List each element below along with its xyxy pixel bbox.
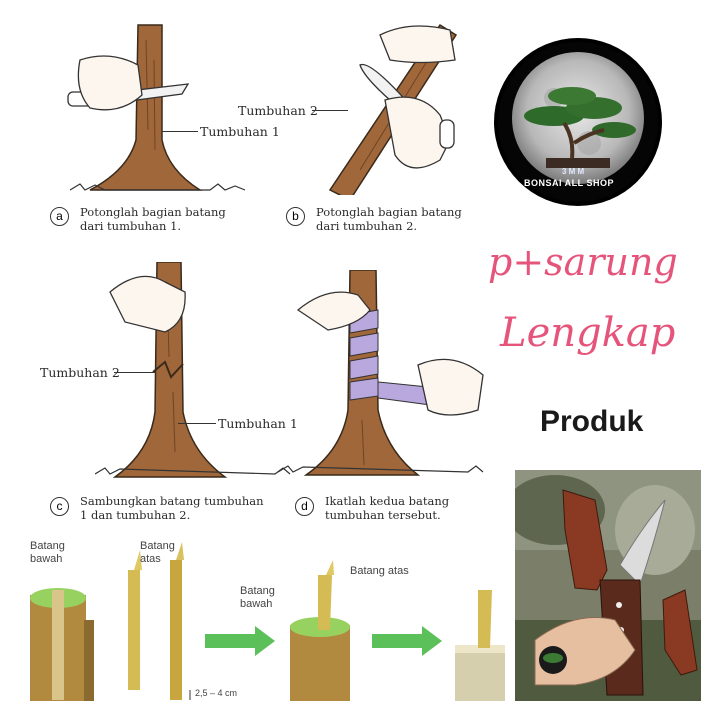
step-c-caption: Sambungkan batang tumbuhan 1 dan tumbuha… <box>80 494 264 522</box>
step-a-caption: Potonglah bagian batang dari tumbuhan 1. <box>80 205 226 233</box>
step-b-caption: Potonglah bagian batang dari tumbuhan 2. <box>316 205 462 233</box>
promo-produk: Produk <box>540 405 644 438</box>
batang-atas-scions <box>128 542 184 700</box>
step-d-caption: Ikatlah kedua batang tumbuhan tersebut. <box>325 494 450 522</box>
bottom-grafting-diagram <box>0 530 515 701</box>
promo-line-2: Lengkap <box>500 310 676 356</box>
leather-sheath <box>562 489 608 591</box>
logo-text-2: BONSAI ALL SHOP <box>524 178 615 188</box>
step-c-badge: c <box>50 497 69 516</box>
leader-line <box>178 423 216 424</box>
green-arrow-icon <box>372 626 442 656</box>
step-b-badge: b <box>286 207 305 226</box>
step-d-badge: d <box>295 497 314 516</box>
promo-line-1: p+sarung <box>488 240 678 284</box>
label-batang-bawah-2: Batang bawah <box>240 585 275 610</box>
label-batang-atas-2: Batang atas <box>350 565 409 577</box>
label-tumbuhan-2-b: Tumbuhan 2 <box>238 103 318 118</box>
wrapped-graft <box>455 590 505 701</box>
label-batang-bawah-1: Batang bawah <box>30 540 65 565</box>
label-tumbuhan-1-c: Tumbuhan 1 <box>218 416 298 431</box>
label-measure: 2,5 – 4 cm <box>195 688 238 698</box>
grafted-stump <box>290 560 350 701</box>
step-a-badge: a <box>50 207 69 226</box>
green-arrow-icon <box>205 626 275 656</box>
label-batang-atas-1: Batang atas <box>140 540 175 565</box>
label-tumbuhan-2-c: Tumbuhan 2 <box>40 365 120 380</box>
label-tumbuhan-1-a: Tumbuhan 1 <box>200 124 280 139</box>
leader-line <box>312 110 348 111</box>
shop-logo <box>494 38 662 206</box>
step-b-illustration <box>290 20 490 201</box>
leader-line <box>162 131 198 132</box>
step-d-illustration <box>277 269 498 480</box>
step-a-illustration <box>50 20 250 195</box>
leader-line <box>114 372 156 373</box>
knife-blade <box>619 499 666 586</box>
step-c-illustration <box>94 261 295 482</box>
batang-bawah-stump <box>30 588 94 701</box>
knife-product-photo <box>515 470 701 701</box>
logo-text-1: 3 M M <box>562 167 585 176</box>
